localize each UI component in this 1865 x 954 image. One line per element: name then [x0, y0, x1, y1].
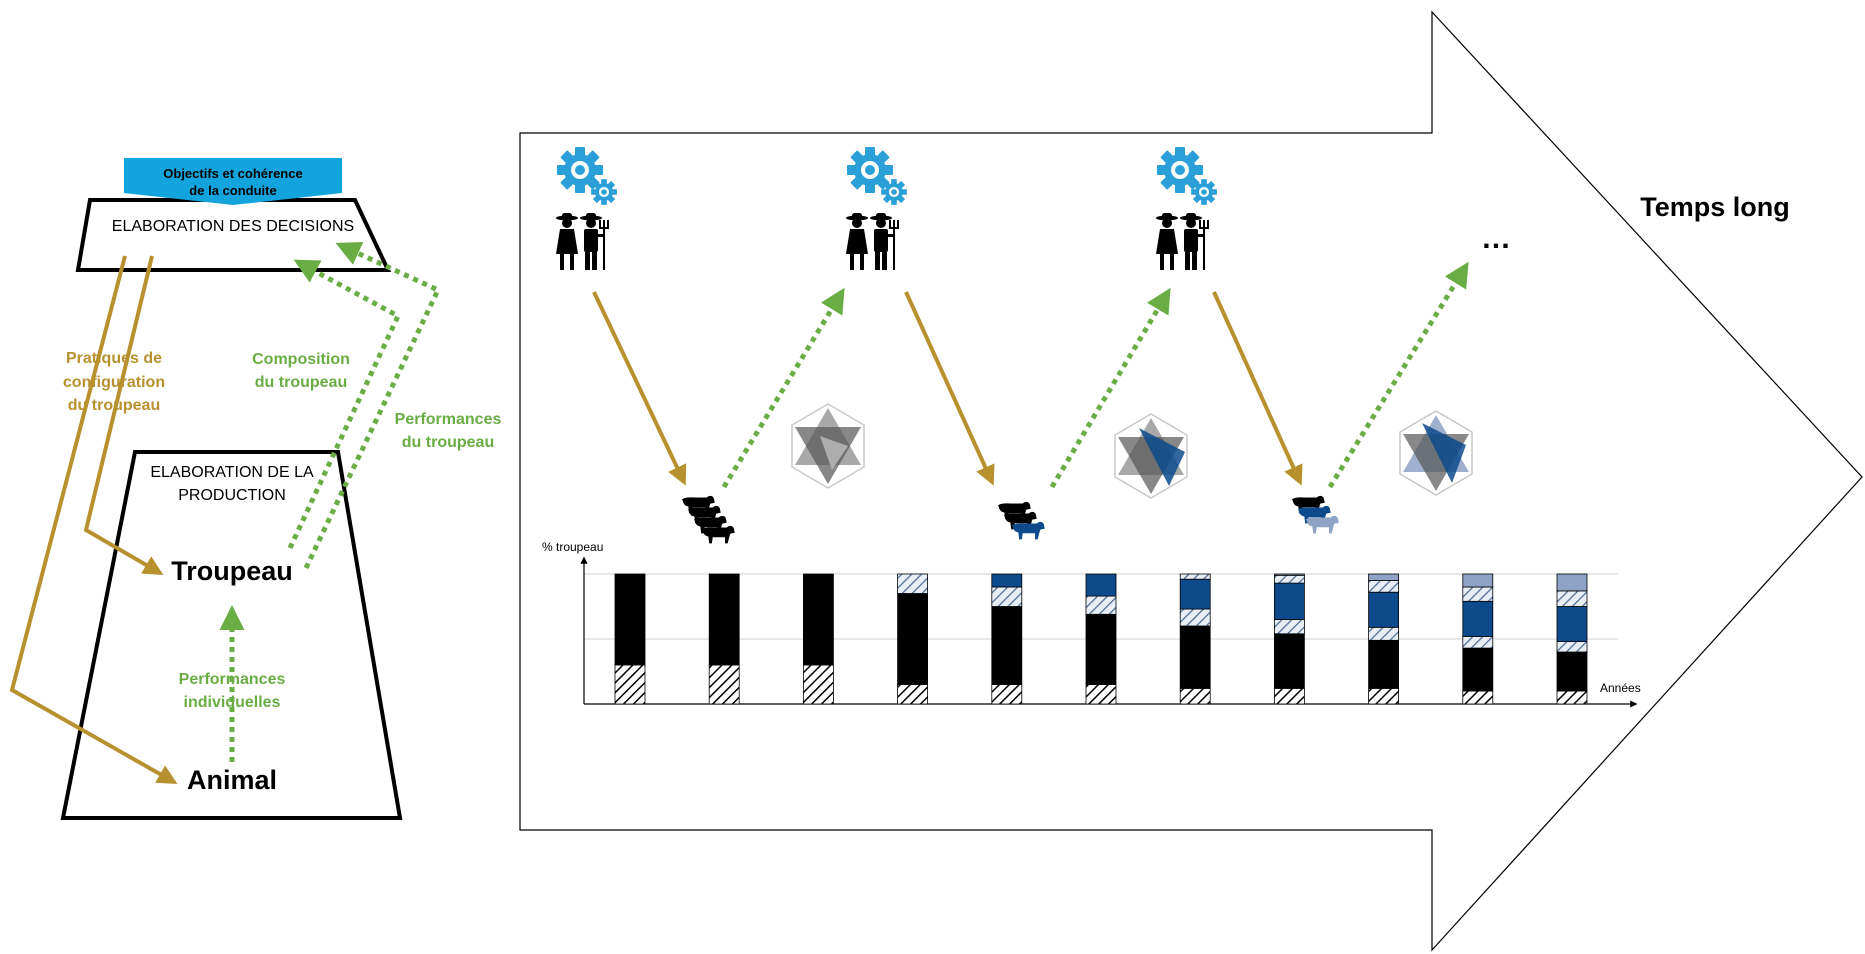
bar-segment-7-1 [1179, 625, 1211, 689]
bar-segment-4-2 [897, 573, 928, 594]
bar-segment-8-0 [1274, 688, 1305, 705]
bar-segment-9-3 [1368, 591, 1399, 628]
production-title-line-1: ELABORATION DE LA [150, 464, 314, 481]
bar-segment-1-1 [614, 573, 646, 666]
composition-line-1: Composition [252, 351, 350, 368]
bar-segment-9-5 [1368, 573, 1399, 581]
perf-arrow-3 [1327, 261, 1469, 489]
bar-segment-5-0 [991, 684, 1023, 705]
radar-star-icon [1399, 410, 1473, 496]
composition-arrow [287, 259, 402, 550]
config-arrow-2 [904, 291, 995, 486]
perf-arrow-1 [721, 287, 845, 489]
bar-segment-5-2 [991, 586, 1023, 607]
bar-segment-10-1 [1462, 647, 1494, 692]
bar-segment-7-4 [1179, 573, 1211, 580]
gear-small-icon [1191, 179, 1217, 205]
bar-segment-10-4 [1462, 586, 1494, 602]
bar-segment-7-2 [1179, 608, 1211, 627]
bar-segment-8-5 [1274, 573, 1305, 576]
composition-line-2: du troupeau [255, 374, 347, 391]
y-axis-label: % troupeau [542, 540, 603, 554]
perf-arrow-2 [1049, 287, 1171, 489]
gear-small-icon [591, 179, 617, 205]
performances-indiv-line-1: Performances [179, 671, 286, 688]
radar-star-icon [1114, 413, 1188, 499]
timeline-title: Temps long [1640, 192, 1790, 222]
bar-segment-9-0 [1368, 688, 1399, 705]
pratiques-line-2: configuration [63, 374, 165, 391]
decision-model: Objectifs et cohérence de la conduite EL… [9, 158, 502, 820]
bar-segment-7-3 [1179, 578, 1211, 610]
bar-segment-4-0 [897, 684, 928, 705]
herd-composition-chart: % troupeau Années [542, 540, 1641, 708]
x-axis-label: Années [1600, 681, 1641, 695]
bar-segment-6-1 [1085, 613, 1117, 685]
bar-segment-8-3 [1274, 582, 1305, 620]
bar-segment-5-1 [991, 606, 1023, 685]
bar-segment-1-0 [614, 664, 646, 705]
bar-segment-6-2 [1085, 595, 1117, 615]
bar-segment-6-0 [1085, 684, 1117, 705]
bar-segment-2-1 [708, 573, 740, 666]
banner-line-1: Objectifs et cohérence [163, 166, 302, 181]
performances-troupeau-arrow [303, 241, 442, 570]
decisions-title: ELABORATION DES DECISIONS [112, 218, 354, 235]
bars-group [614, 573, 1588, 705]
bar-segment-8-1 [1274, 633, 1305, 689]
bar-segment-6-3 [1085, 573, 1117, 597]
bar-segment-9-2 [1368, 626, 1399, 641]
radar-star-icon [791, 403, 865, 489]
banner-line-2: de la conduite [189, 183, 276, 198]
bar-segment-2-0 [708, 664, 740, 705]
bar-segment-3-0 [803, 664, 834, 705]
bar-segment-3-1 [803, 573, 834, 666]
bar-segment-9-1 [1368, 639, 1399, 689]
performances-troupeau-line-1: Performances [395, 411, 502, 428]
bar-segment-7-0 [1179, 688, 1211, 705]
performances-troupeau-line-2: du troupeau [402, 434, 494, 451]
pratiques-arrow-to-troupeau [83, 255, 164, 576]
bar-segment-10-3 [1462, 600, 1494, 637]
bar-segment-11-3 [1556, 606, 1588, 642]
performances-indiv-line-2: individuelles [184, 694, 281, 711]
animal-label: Animal [187, 765, 277, 795]
production-trapezoid [60, 450, 403, 820]
bar-segment-11-0 [1556, 690, 1588, 705]
bar-segment-11-4 [1556, 590, 1588, 607]
bar-segment-10-2 [1462, 636, 1494, 649]
gear-small-icon [881, 179, 907, 205]
bar-segment-11-1 [1556, 651, 1588, 692]
bar-segment-11-2 [1556, 641, 1588, 653]
pratiques-line-1: Pratiques de [66, 350, 162, 367]
production-title-line-2: PRODUCTION [178, 487, 286, 504]
bar-segment-8-4 [1274, 574, 1305, 584]
bar-segment-11-5 [1556, 573, 1588, 592]
bar-segment-10-0 [1462, 690, 1494, 705]
bar-segment-8-2 [1274, 619, 1305, 635]
pratiques-line-3: du troupeau [68, 397, 160, 414]
timeline-ellipsis: … [1481, 222, 1511, 255]
config-arrow-3 [1212, 291, 1303, 486]
bar-segment-10-5 [1462, 573, 1494, 588]
bar-segment-4-1 [897, 593, 928, 685]
bar-segment-5-3 [991, 573, 1023, 588]
config-arrow-1 [592, 291, 687, 486]
pratiques-arrow-to-animal [9, 255, 178, 784]
objectives-banner [124, 158, 342, 205]
bar-segment-9-4 [1368, 580, 1399, 593]
troupeau-label: Troupeau [171, 556, 293, 586]
